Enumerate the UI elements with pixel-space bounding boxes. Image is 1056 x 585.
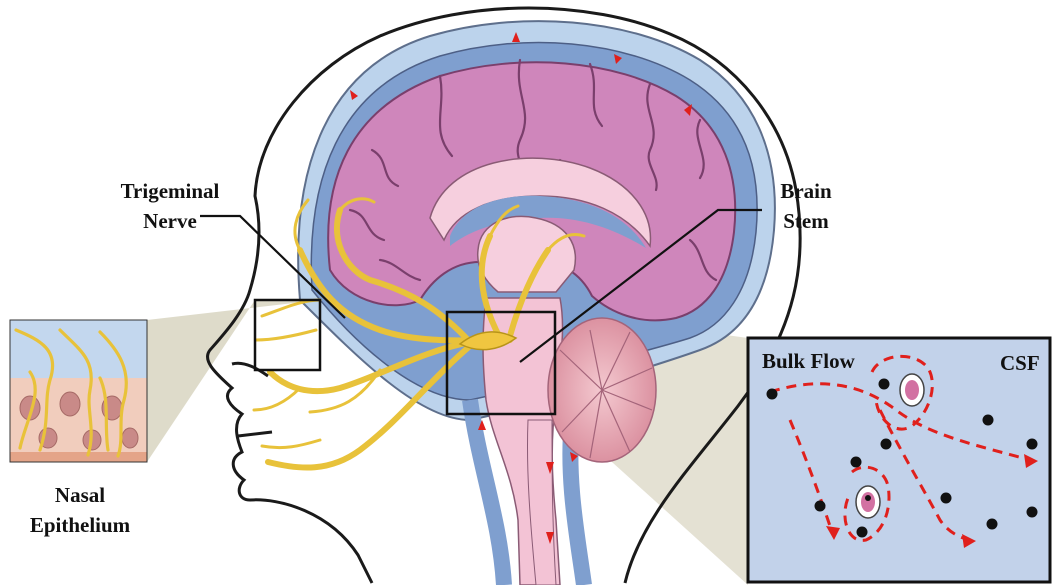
brain-stem-label-line2: Stem [783, 209, 829, 233]
lips-mark [238, 432, 272, 436]
thalamus [478, 216, 576, 292]
brain-stem-label-line1: Brain [780, 179, 832, 203]
nasal-epithelium-label-line1: Nasal [55, 483, 105, 507]
trigeminal-label-line2: Nerve [143, 209, 197, 233]
trigeminal-label-line1: Trigeminal [121, 179, 220, 203]
bulk-flow-label: Bulk Flow [762, 349, 856, 373]
csf-label: CSF [1000, 351, 1040, 375]
nasal-callout-wedge [147, 300, 320, 462]
nasal-epithelium-inset [10, 320, 147, 462]
nasal-epithelium-label-line2: Epithelium [30, 513, 131, 537]
